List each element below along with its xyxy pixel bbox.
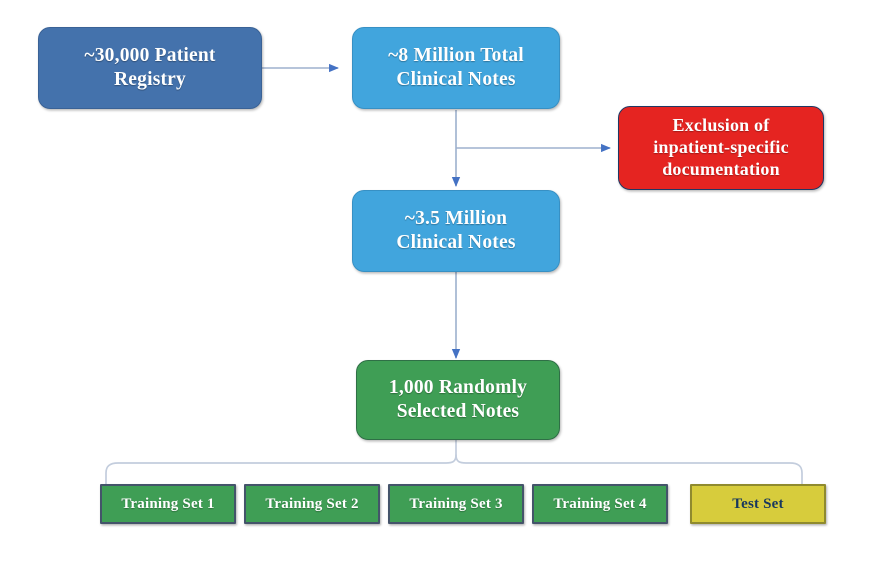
node-training-set-1[interactable]: Training Set 1 — [100, 484, 236, 524]
node-all-clinical-notes[interactable]: ~8 Million Total Clinical Notes — [352, 27, 560, 109]
node-training-set-3[interactable]: Training Set 3 — [388, 484, 524, 524]
node-randomly-selected-notes[interactable]: 1,000 Randomly Selected Notes — [356, 360, 560, 440]
brace-sampled-to-splits — [105, 439, 803, 485]
node-patient-registry[interactable]: ~30,000 Patient Registry — [38, 27, 262, 109]
node-test-set[interactable]: Test Set — [690, 484, 826, 524]
node-training-set-4[interactable]: Training Set 4 — [532, 484, 668, 524]
node-filtered-clinical-notes[interactable]: ~3.5 Million Clinical Notes — [352, 190, 560, 272]
node-exclusion-criteria[interactable]: Exclusion of inpatient-specific document… — [618, 106, 824, 190]
node-training-set-2[interactable]: Training Set 2 — [244, 484, 380, 524]
